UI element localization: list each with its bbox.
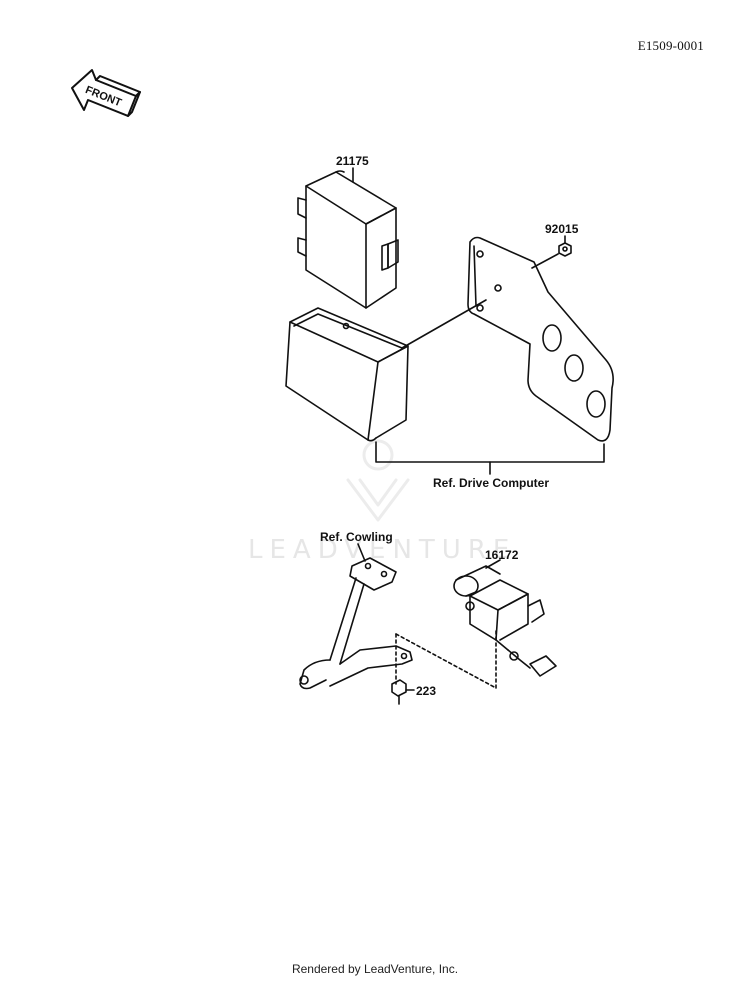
diagram-code: E1509-0001 [637, 38, 704, 53]
watermark-logo-icon [346, 439, 410, 522]
watermark-text: LEADVENTURE [248, 535, 517, 565]
control-unit-21175 [297, 170, 399, 309]
footer-credit: Rendered by LeadVenture, Inc. [291, 962, 459, 976]
tray-case [285, 307, 409, 442]
bracket [467, 236, 614, 442]
callout-92015: 92015 [545, 222, 579, 236]
front-arrow-icon [71, 69, 141, 117]
bolt-223 [391, 679, 407, 705]
callout-16172: 16172 [485, 548, 519, 562]
callout-ref-drive-computer: Ref. Drive Computer [433, 476, 550, 490]
actuator-16172 [453, 565, 557, 677]
callout-21175: 21175 [336, 154, 369, 168]
callout-ref-cowling: Ref. Cowling [320, 530, 393, 544]
nut-92015 [558, 242, 572, 257]
callout-223: 223 [416, 684, 437, 698]
cowling-stay [299, 557, 413, 690]
